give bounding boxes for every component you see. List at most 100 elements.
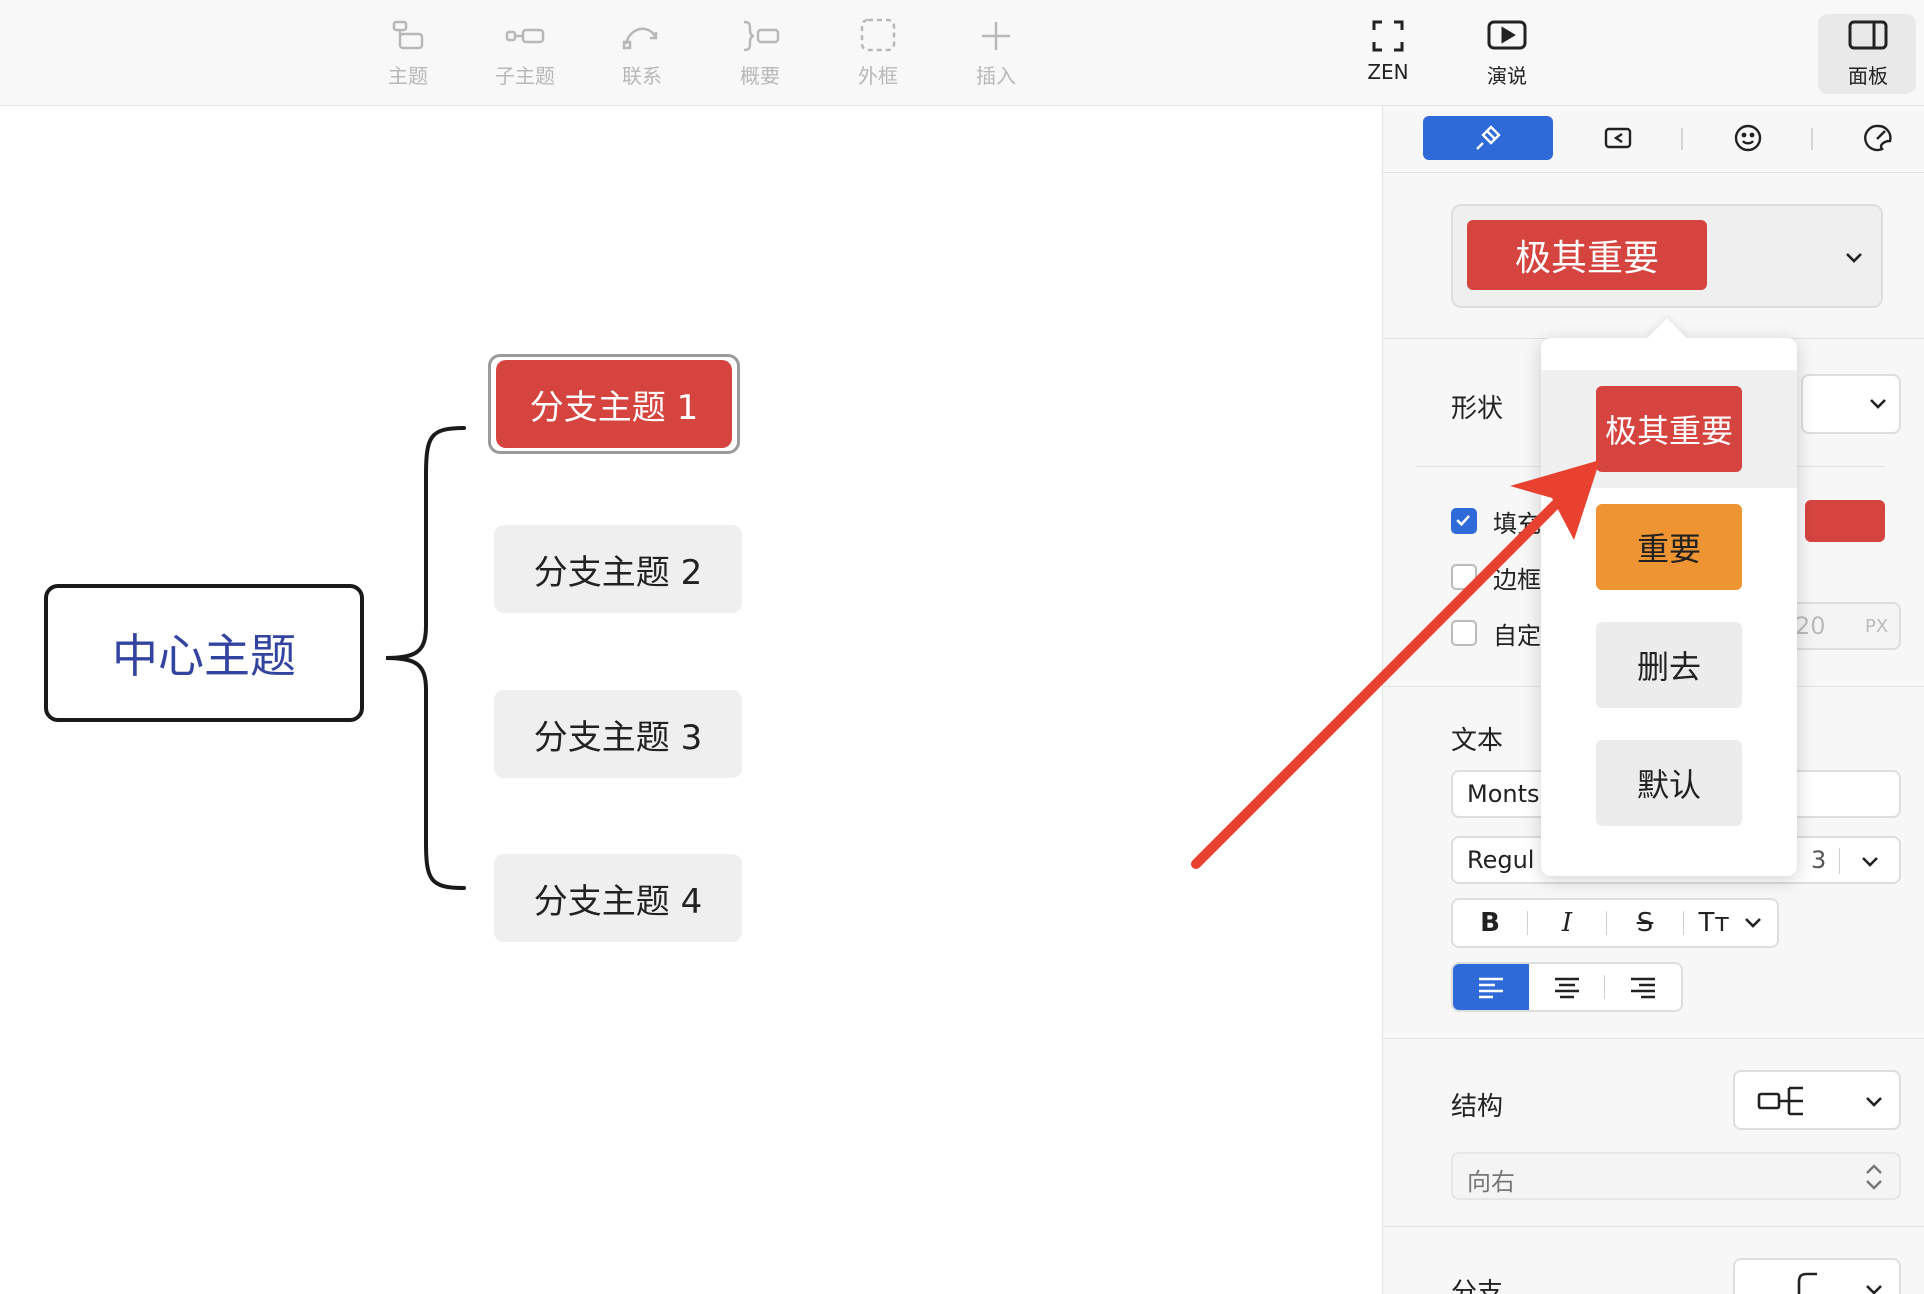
branch-topic-1[interactable]: 分支主题 1 [496, 360, 732, 448]
panel-toggle-label: 面板 [1848, 64, 1888, 88]
structure-logic-right-icon [1757, 1086, 1803, 1116]
chevron-down-icon [1870, 399, 1886, 409]
map-structure-icon [1604, 127, 1632, 149]
branch-style-dropdown[interactable] [1733, 1258, 1901, 1294]
branch-style-label: 分支 [1451, 1278, 1504, 1294]
presentation-label: 演说 [1487, 64, 1527, 88]
dropdown-separator [1839, 848, 1840, 874]
fill-label: 填充 [1493, 510, 1541, 538]
tab-map[interactable] [1583, 116, 1653, 160]
relationship-label: 联系 [622, 64, 662, 88]
chevron-down-icon [1862, 857, 1878, 867]
branch-topic-3[interactable]: 分支主题 3 [494, 690, 742, 778]
align-center-icon [1554, 977, 1579, 999]
tab-theme[interactable] [1843, 116, 1913, 160]
align-right-icon [1631, 977, 1656, 999]
panel-toggle-button[interactable]: 面板 [1818, 16, 1918, 92]
custom-width-label: 自定 [1493, 622, 1541, 650]
fullscreen-icon [1372, 20, 1404, 52]
branch-topic-4[interactable]: 分支主题 4 [494, 854, 742, 942]
align-center-button[interactable] [1529, 964, 1605, 1010]
tab-style[interactable] [1423, 116, 1553, 160]
boundary-button[interactable]: 外框 [828, 16, 928, 92]
topic-label: 主题 [388, 64, 428, 88]
boundary-icon [860, 18, 896, 52]
fill-color-swatch[interactable] [1805, 500, 1885, 542]
stepper-arrows-icon [1866, 1164, 1882, 1190]
format-separator [1527, 911, 1528, 935]
mindmap-canvas[interactable]: 中心主题 分支主题 1 分支主题 2 分支主题 3 分支主题 4 [0, 106, 1382, 1294]
panel-button-highlight [1818, 14, 1916, 94]
chevron-down-icon [1745, 918, 1761, 928]
align-right-button[interactable] [1605, 964, 1681, 1010]
relationship-button[interactable]: 联系 [592, 16, 692, 92]
insert-button[interactable]: 插入 [946, 16, 1046, 92]
font-size-value: 3 [1811, 846, 1827, 874]
topic-button[interactable]: 主题 [358, 16, 458, 92]
brush-icon [1476, 125, 1501, 150]
direction-value: 向右 [1467, 1168, 1515, 1196]
text-format-bar: B I S Tт [1451, 898, 1779, 948]
selection-frame [488, 354, 740, 454]
font-family-value: Monts [1467, 780, 1540, 808]
zen-button[interactable]: ZEN [1338, 16, 1438, 92]
summary-icon [743, 20, 780, 52]
marker-options-popover: 极其重要 重要 删去 默认 [1541, 318, 1797, 876]
text-case-button[interactable]: Tт [1698, 908, 1730, 938]
palette-icon [1864, 124, 1892, 152]
zen-label: ZEN [1367, 60, 1409, 84]
text-align-bar [1451, 962, 1683, 1012]
custom-width-unit: PX [1865, 616, 1889, 637]
checkmark-icon [1456, 515, 1471, 527]
format-separator [1606, 911, 1607, 935]
shape-dropdown[interactable] [1801, 374, 1901, 434]
border-label: 边框 [1493, 566, 1541, 594]
align-left-button[interactable] [1453, 964, 1529, 1010]
subtopic-label: 子主题 [495, 64, 555, 88]
format-separator [1683, 911, 1684, 935]
divider [1383, 1226, 1924, 1227]
panel-icon [1848, 20, 1888, 50]
tab-separator [1811, 128, 1813, 150]
subtopic-button[interactable]: 子主题 [475, 16, 575, 92]
chevron-down-icon [1846, 253, 1862, 263]
relationship-icon [622, 27, 658, 50]
text-section-label: 文本 [1451, 726, 1504, 756]
bold-button[interactable]: B [1480, 908, 1500, 938]
divider [1383, 172, 1924, 173]
custom-width-value: 20 [1795, 612, 1826, 640]
branch-topic-2[interactable]: 分支主题 2 [494, 525, 742, 613]
marker-dropdown[interactable]: 极其重要 [1451, 204, 1883, 308]
custom-width-checkbox[interactable] [1451, 620, 1477, 646]
strikethrough-button[interactable]: S [1636, 908, 1654, 938]
format-separator [1604, 975, 1606, 999]
summary-label: 概要 [740, 64, 780, 88]
insert-label: 插入 [976, 64, 1016, 88]
tab-icons[interactable] [1713, 116, 1783, 160]
marker-selected-chip: 极其重要 [1467, 220, 1707, 290]
branch-connector [385, 426, 466, 890]
marker-option-important[interactable]: 重要 [1596, 504, 1742, 590]
structure-dropdown[interactable] [1733, 1070, 1901, 1130]
marker-option-strikethrough[interactable]: 删去 [1596, 622, 1742, 708]
custom-width-input[interactable]: 20 PX [1783, 602, 1901, 650]
smiley-icon [1734, 124, 1762, 152]
marker-option-critical[interactable]: 极其重要 [1596, 386, 1742, 472]
presentation-button[interactable]: 演说 [1457, 16, 1557, 92]
center-topic[interactable]: 中心主题 [44, 584, 364, 722]
topic-icon [392, 20, 424, 50]
align-left-icon [1478, 977, 1503, 999]
boundary-label: 外框 [858, 64, 898, 88]
italic-button[interactable]: I [1561, 908, 1573, 938]
direction-stepper[interactable]: 向右 [1451, 1152, 1901, 1200]
fill-checkbox[interactable] [1451, 508, 1477, 534]
structure-label: 结构 [1451, 1092, 1504, 1122]
summary-button[interactable]: 概要 [710, 16, 810, 92]
toolbar: 主题 子主题 联系 概要 外框 [0, 0, 1924, 106]
border-checkbox[interactable] [1451, 564, 1477, 590]
chevron-down-icon [1866, 1285, 1882, 1294]
marker-option-default[interactable]: 默认 [1596, 740, 1742, 826]
divider [1383, 1038, 1924, 1039]
subtopic-icon [505, 28, 545, 44]
